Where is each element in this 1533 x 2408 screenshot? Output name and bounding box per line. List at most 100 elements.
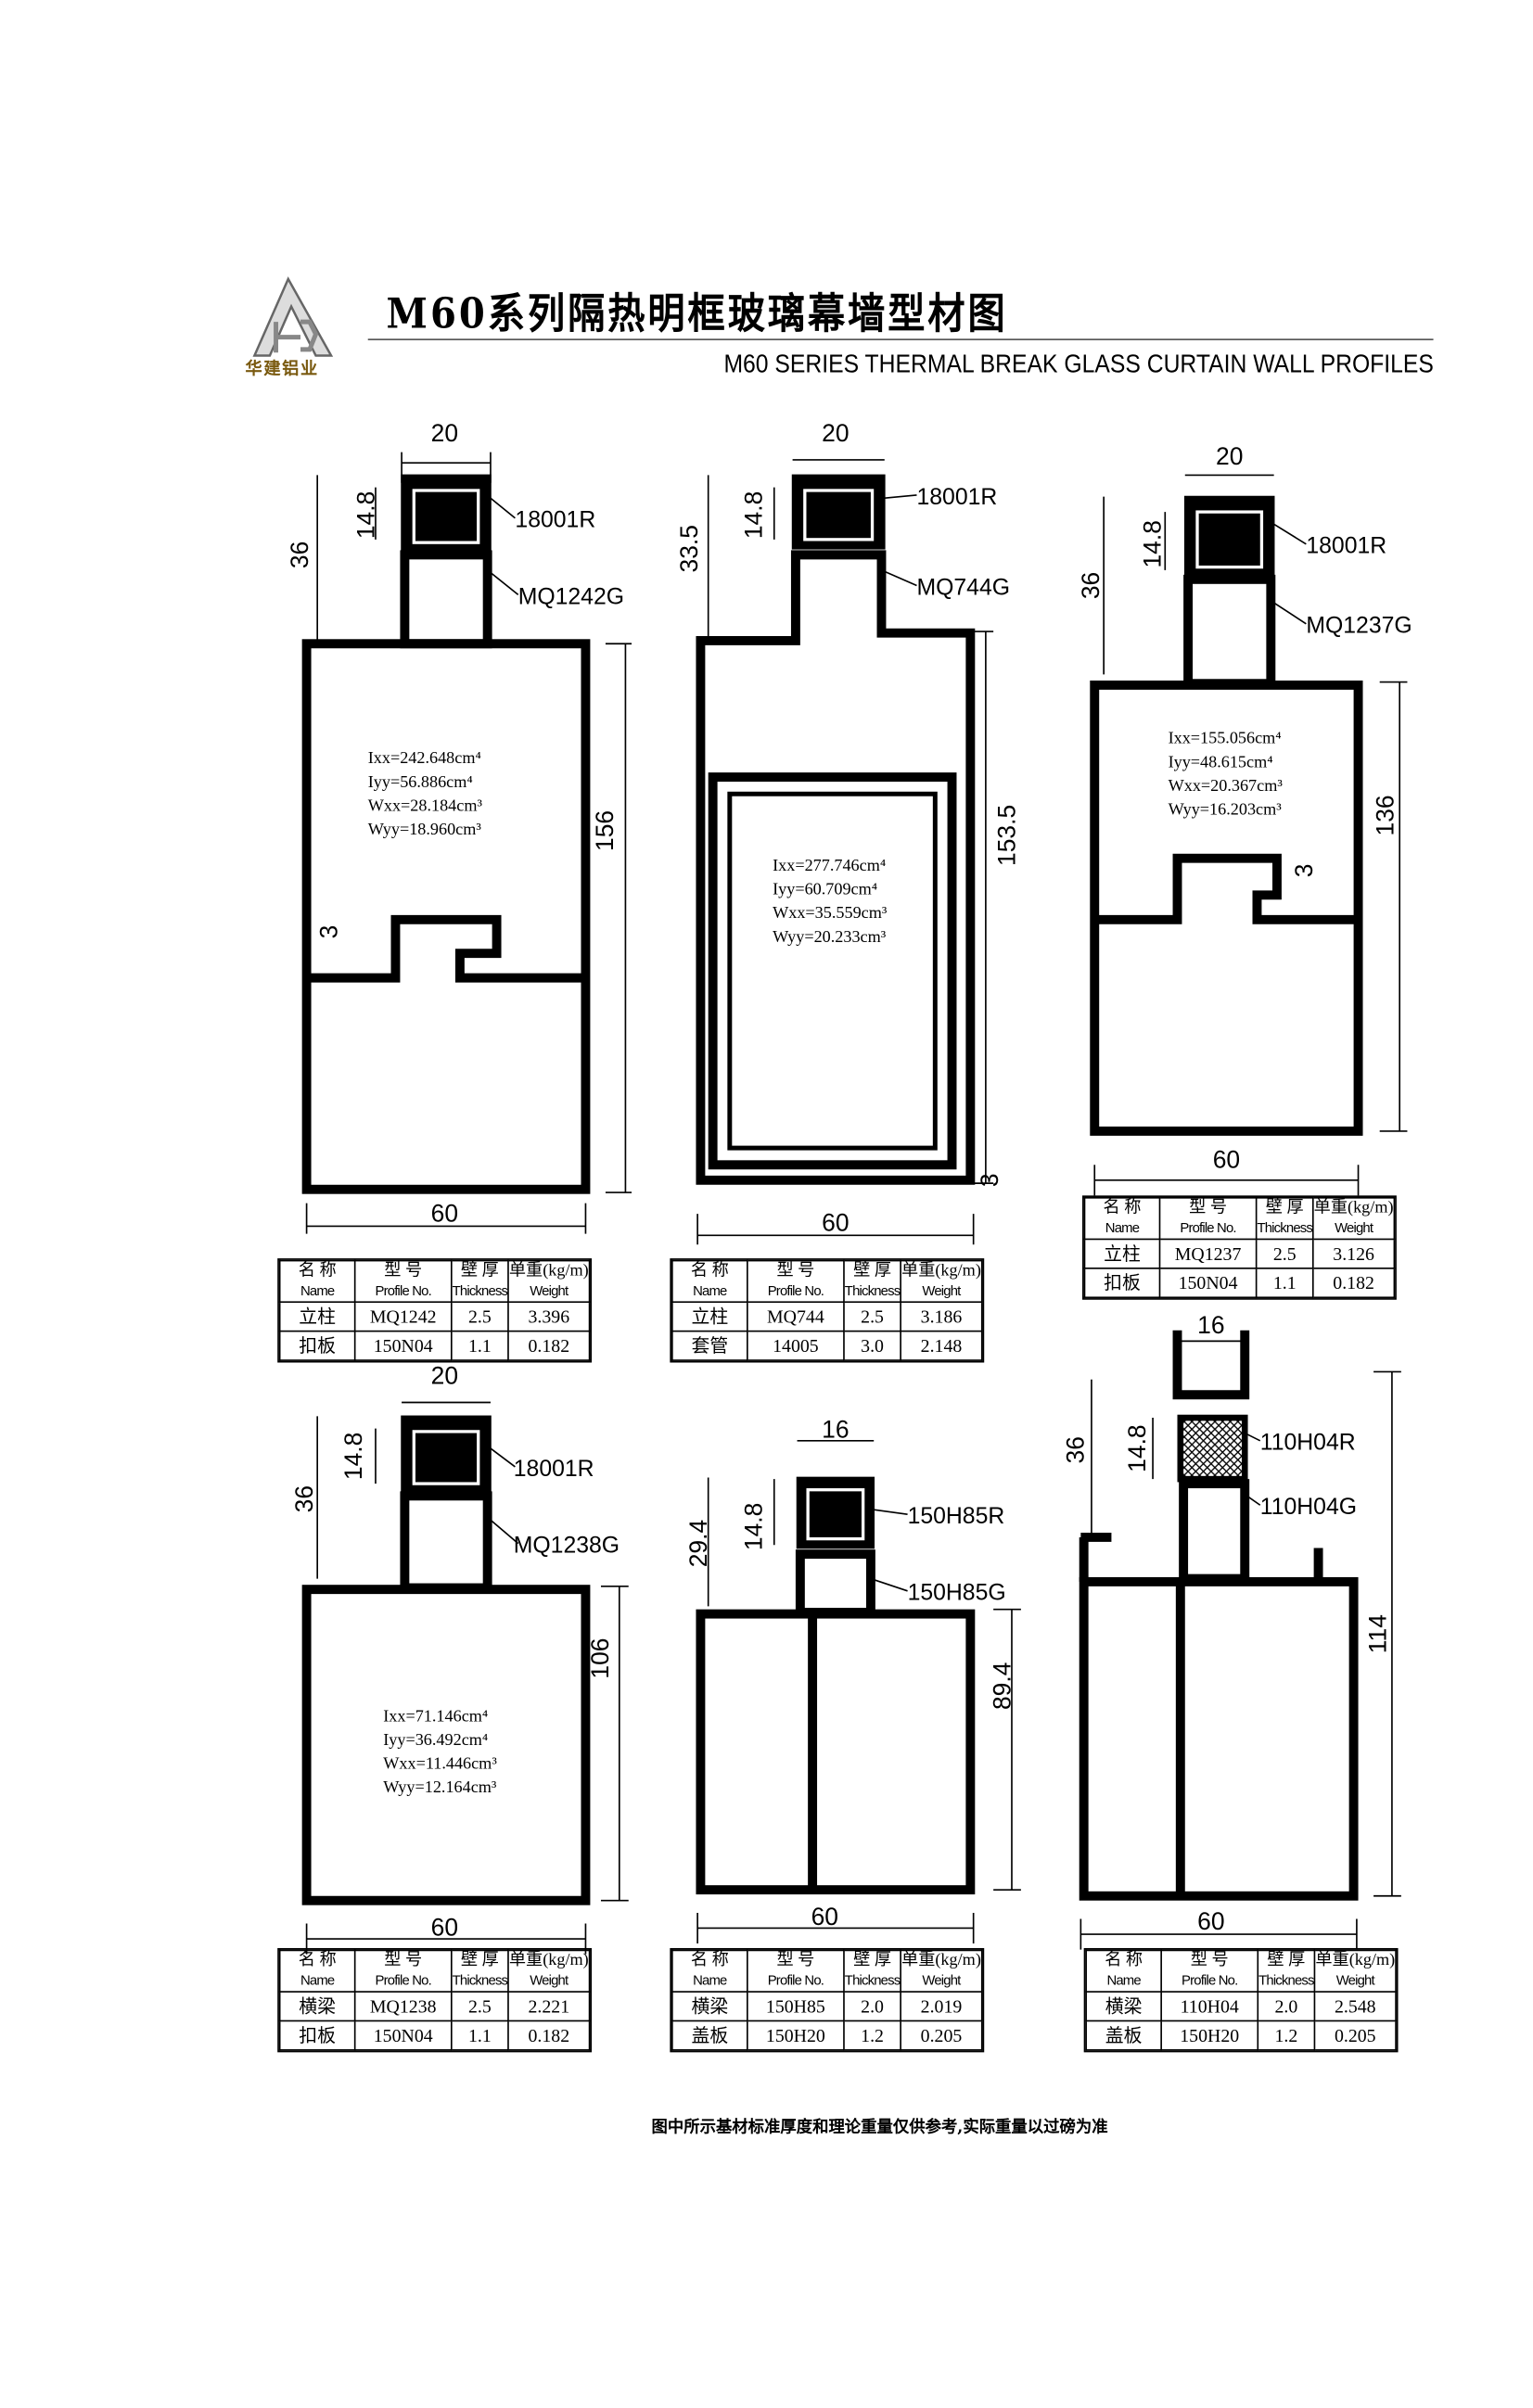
dimension-label: 114 bbox=[1363, 1614, 1391, 1653]
column-header: 名 称 Name bbox=[1085, 1949, 1162, 1993]
dimension-label: 156 bbox=[591, 810, 619, 851]
dimension-label: 136 bbox=[1372, 795, 1399, 835]
table-cell: 1.1 bbox=[1255, 1268, 1314, 1299]
part-number-label: 18001R bbox=[916, 485, 997, 510]
header-cn: 单重(kg/m) bbox=[1315, 1951, 1396, 1970]
dimension-label: 36 bbox=[1062, 1436, 1090, 1463]
header-en: Weight bbox=[530, 1972, 568, 1988]
header-en: Profile No. bbox=[767, 1282, 824, 1299]
table-cell: 150H20 bbox=[747, 2019, 845, 2051]
header-cn: 单重(kg/m) bbox=[508, 1261, 589, 1280]
dimension-label: 3 bbox=[976, 1173, 1003, 1187]
header-en: Name bbox=[1106, 1972, 1141, 1988]
column-header: 单重(kg/m) Weight bbox=[900, 1949, 983, 1993]
section-property: Wyy=12.164cm³ bbox=[383, 1777, 497, 1796]
part-number-label: MQ1242G bbox=[518, 584, 624, 609]
header-en: Weight bbox=[1335, 1972, 1375, 1988]
table-cell: 2.5 bbox=[843, 1301, 901, 1332]
header-en: Weight bbox=[1335, 1219, 1373, 1236]
table-cell: 2.5 bbox=[450, 1991, 509, 2022]
header-cn: 型 号 bbox=[776, 1261, 815, 1280]
table-cell: 横梁 bbox=[278, 1991, 356, 2022]
dimension-label: 153.5 bbox=[992, 805, 1020, 866]
profile-150h85 bbox=[696, 1439, 1021, 1944]
table-cell: 1.1 bbox=[450, 1330, 509, 1361]
header-en: Profile No. bbox=[1180, 1219, 1236, 1236]
dimension-label: 20 bbox=[1216, 442, 1243, 470]
dimension-label: 33.5 bbox=[675, 525, 703, 572]
table-cell: 1.2 bbox=[843, 2019, 901, 2051]
part-number-label: 110H04R bbox=[1260, 1431, 1356, 1456]
table-cell: 立柱 bbox=[278, 1301, 356, 1332]
part-number-label: 150H85G bbox=[908, 1581, 1006, 1606]
table-cell: 2.5 bbox=[450, 1301, 509, 1332]
column-header: 型 号 Profile No. bbox=[1158, 1196, 1258, 1241]
profile-mq1238 bbox=[301, 1401, 629, 1955]
table-cell: 2.0 bbox=[1257, 1991, 1316, 2022]
header-cn: 名 称 bbox=[690, 1951, 729, 1970]
header-cn: 名 称 bbox=[1105, 1951, 1143, 1970]
header-cn: 名 称 bbox=[298, 1951, 337, 1970]
dimension-label: 3 bbox=[1290, 864, 1318, 878]
dimension-label: 36 bbox=[1077, 572, 1105, 599]
part-number-label: 150H85R bbox=[908, 1504, 1005, 1529]
title-divider bbox=[367, 338, 1434, 340]
header-cn: 型 号 bbox=[1189, 1198, 1228, 1217]
dimension-label: 14.8 bbox=[740, 1503, 768, 1550]
section-property: Iyy=60.709cm⁴ bbox=[773, 880, 877, 898]
dimension-label: 89.4 bbox=[988, 1663, 1016, 1710]
profile-110h04 bbox=[1079, 1330, 1401, 1950]
header-en: Weight bbox=[922, 1972, 961, 1988]
table-cell: 3.186 bbox=[900, 1301, 983, 1332]
dimension-label: 29.4 bbox=[684, 1520, 712, 1567]
table-cell: 3.0 bbox=[843, 1330, 901, 1361]
header-cn: 名 称 bbox=[298, 1261, 337, 1280]
column-header: 单重(kg/m)Weight bbox=[507, 1949, 591, 1993]
table-cell: 0.205 bbox=[1313, 2019, 1397, 2051]
page-subtitle: M60 SERIES THERMAL BREAK GLASS CURTAIN W… bbox=[723, 349, 1434, 379]
section-property: Wyy=16.203cm³ bbox=[1169, 800, 1283, 819]
header-cn: 型 号 bbox=[776, 1951, 815, 1970]
section-property: Iyy=48.615cm⁴ bbox=[1169, 752, 1273, 771]
header-cn: 壁 厚 bbox=[853, 1261, 892, 1280]
dimension-label: 60 bbox=[811, 1903, 838, 1930]
logo-text: 华建铝业 bbox=[245, 360, 319, 379]
dimension-label: 14.8 bbox=[351, 491, 379, 539]
dimension-label: 106 bbox=[586, 1637, 614, 1678]
dimension-label: 16 bbox=[1197, 1311, 1224, 1339]
header-en: Profile No. bbox=[375, 1972, 432, 1988]
table-cell: 150N04 bbox=[353, 2019, 453, 2051]
table-cell: 1.1 bbox=[450, 2019, 509, 2051]
table-cell: 横梁 bbox=[1085, 1991, 1162, 2022]
profile-mq1242 bbox=[301, 452, 632, 1234]
table-cell: 0.182 bbox=[507, 2019, 591, 2051]
dimension-label: 3 bbox=[315, 925, 343, 939]
header-cn: 单重(kg/m) bbox=[901, 1261, 981, 1280]
header-en: Thickness bbox=[452, 1282, 508, 1299]
section-property: Wxx=20.367cm³ bbox=[1169, 776, 1284, 795]
table-cell: 150N04 bbox=[353, 1330, 453, 1361]
column-header: 单重(kg/m)Weight bbox=[507, 1259, 591, 1304]
section-property: Wxx=35.559cm³ bbox=[773, 903, 888, 922]
section-property: Iyy=56.886cm⁴ bbox=[368, 772, 473, 791]
header-en: Name bbox=[693, 1972, 727, 1988]
header-cn: 单重(kg/m) bbox=[901, 1951, 981, 1970]
dimension-label: 60 bbox=[431, 1914, 458, 1942]
dimension-label: 14.8 bbox=[339, 1433, 367, 1480]
table-cell: 0.205 bbox=[900, 2019, 983, 2051]
header-en: Thickness bbox=[1258, 1972, 1314, 1988]
section-property: Wxx=11.446cm³ bbox=[383, 1754, 497, 1773]
